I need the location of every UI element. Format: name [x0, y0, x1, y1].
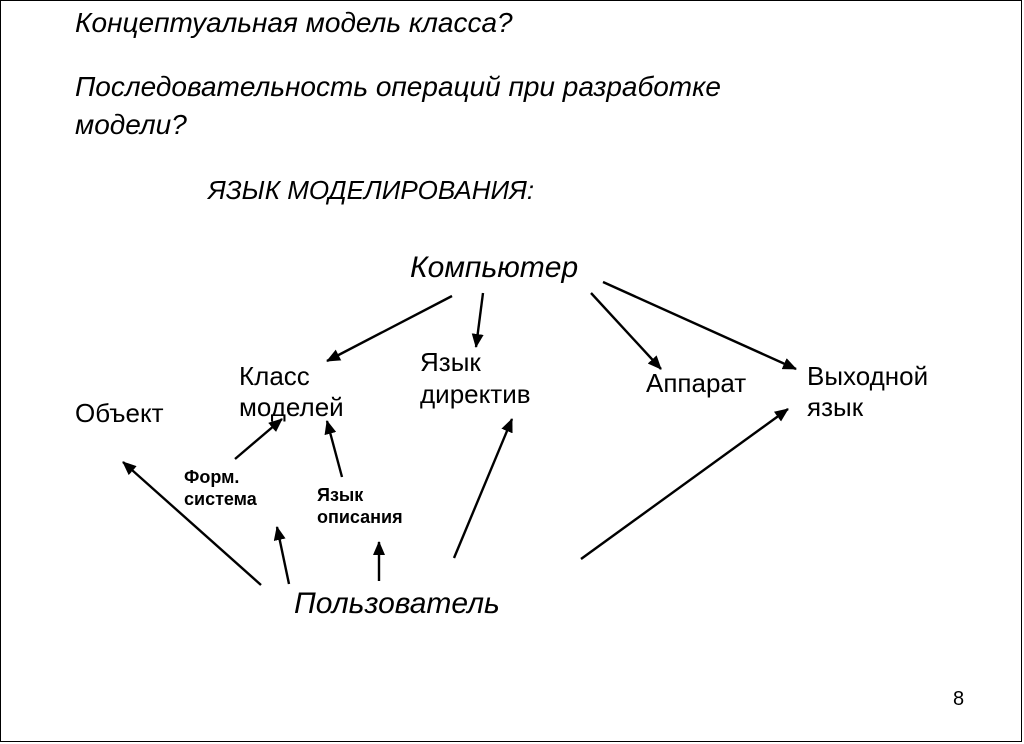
- edge-user-formal-system: [273, 526, 291, 585]
- edge-user-output-lang: [580, 408, 789, 560]
- node-object: Объект: [75, 398, 164, 428]
- node-hardware: Аппарат: [646, 368, 747, 398]
- node-computer: Компьютер: [410, 251, 579, 284]
- page-number: 8: [953, 688, 965, 710]
- node-output-language: Выходной язык: [807, 361, 929, 423]
- node-formal-system: Форм. система: [184, 467, 257, 509]
- edge-user-object: [122, 461, 262, 586]
- node-class-models: Класс моделей: [239, 361, 344, 423]
- edge-computer-directive-lang: [471, 292, 485, 348]
- heading-line-2: Последовательность операций при разработ…: [75, 71, 721, 102]
- edge-description-lang-class-models: [324, 420, 344, 478]
- heading-line-3: модели?: [75, 109, 187, 140]
- heading-line-1: Концептуальная модель класса?: [75, 7, 513, 38]
- subtitle: ЯЗЫК МОДЕЛИРОВАНИЯ:: [208, 175, 535, 205]
- node-user: Пользователь: [294, 587, 500, 620]
- node-directive-language: Язык директив: [420, 347, 531, 409]
- edge-formal-system-class-models: [234, 418, 283, 460]
- edge-user-directive-lang: [452, 418, 514, 559]
- node-description-language: Язык описания: [317, 485, 403, 527]
- edge-computer-class-models: [326, 294, 453, 363]
- edge-computer-output-lang: [602, 280, 797, 371]
- edge-computer-hardware: [590, 292, 662, 370]
